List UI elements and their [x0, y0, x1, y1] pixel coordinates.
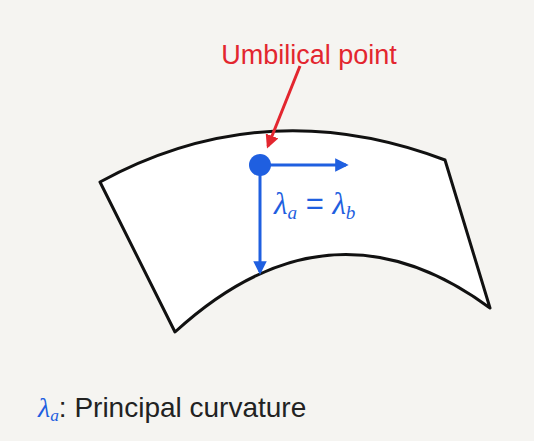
callout-label: Umbilical point: [221, 40, 397, 71]
curved-surface: [100, 131, 490, 332]
leader-arrow: [268, 66, 300, 146]
legend-note: λa: Principal curvature: [38, 392, 306, 426]
principal-direction-b: [259, 165, 262, 272]
principal-direction-a: [260, 164, 346, 167]
umbilical-dot: [249, 154, 271, 176]
equality-label: λa = λb: [274, 186, 355, 224]
